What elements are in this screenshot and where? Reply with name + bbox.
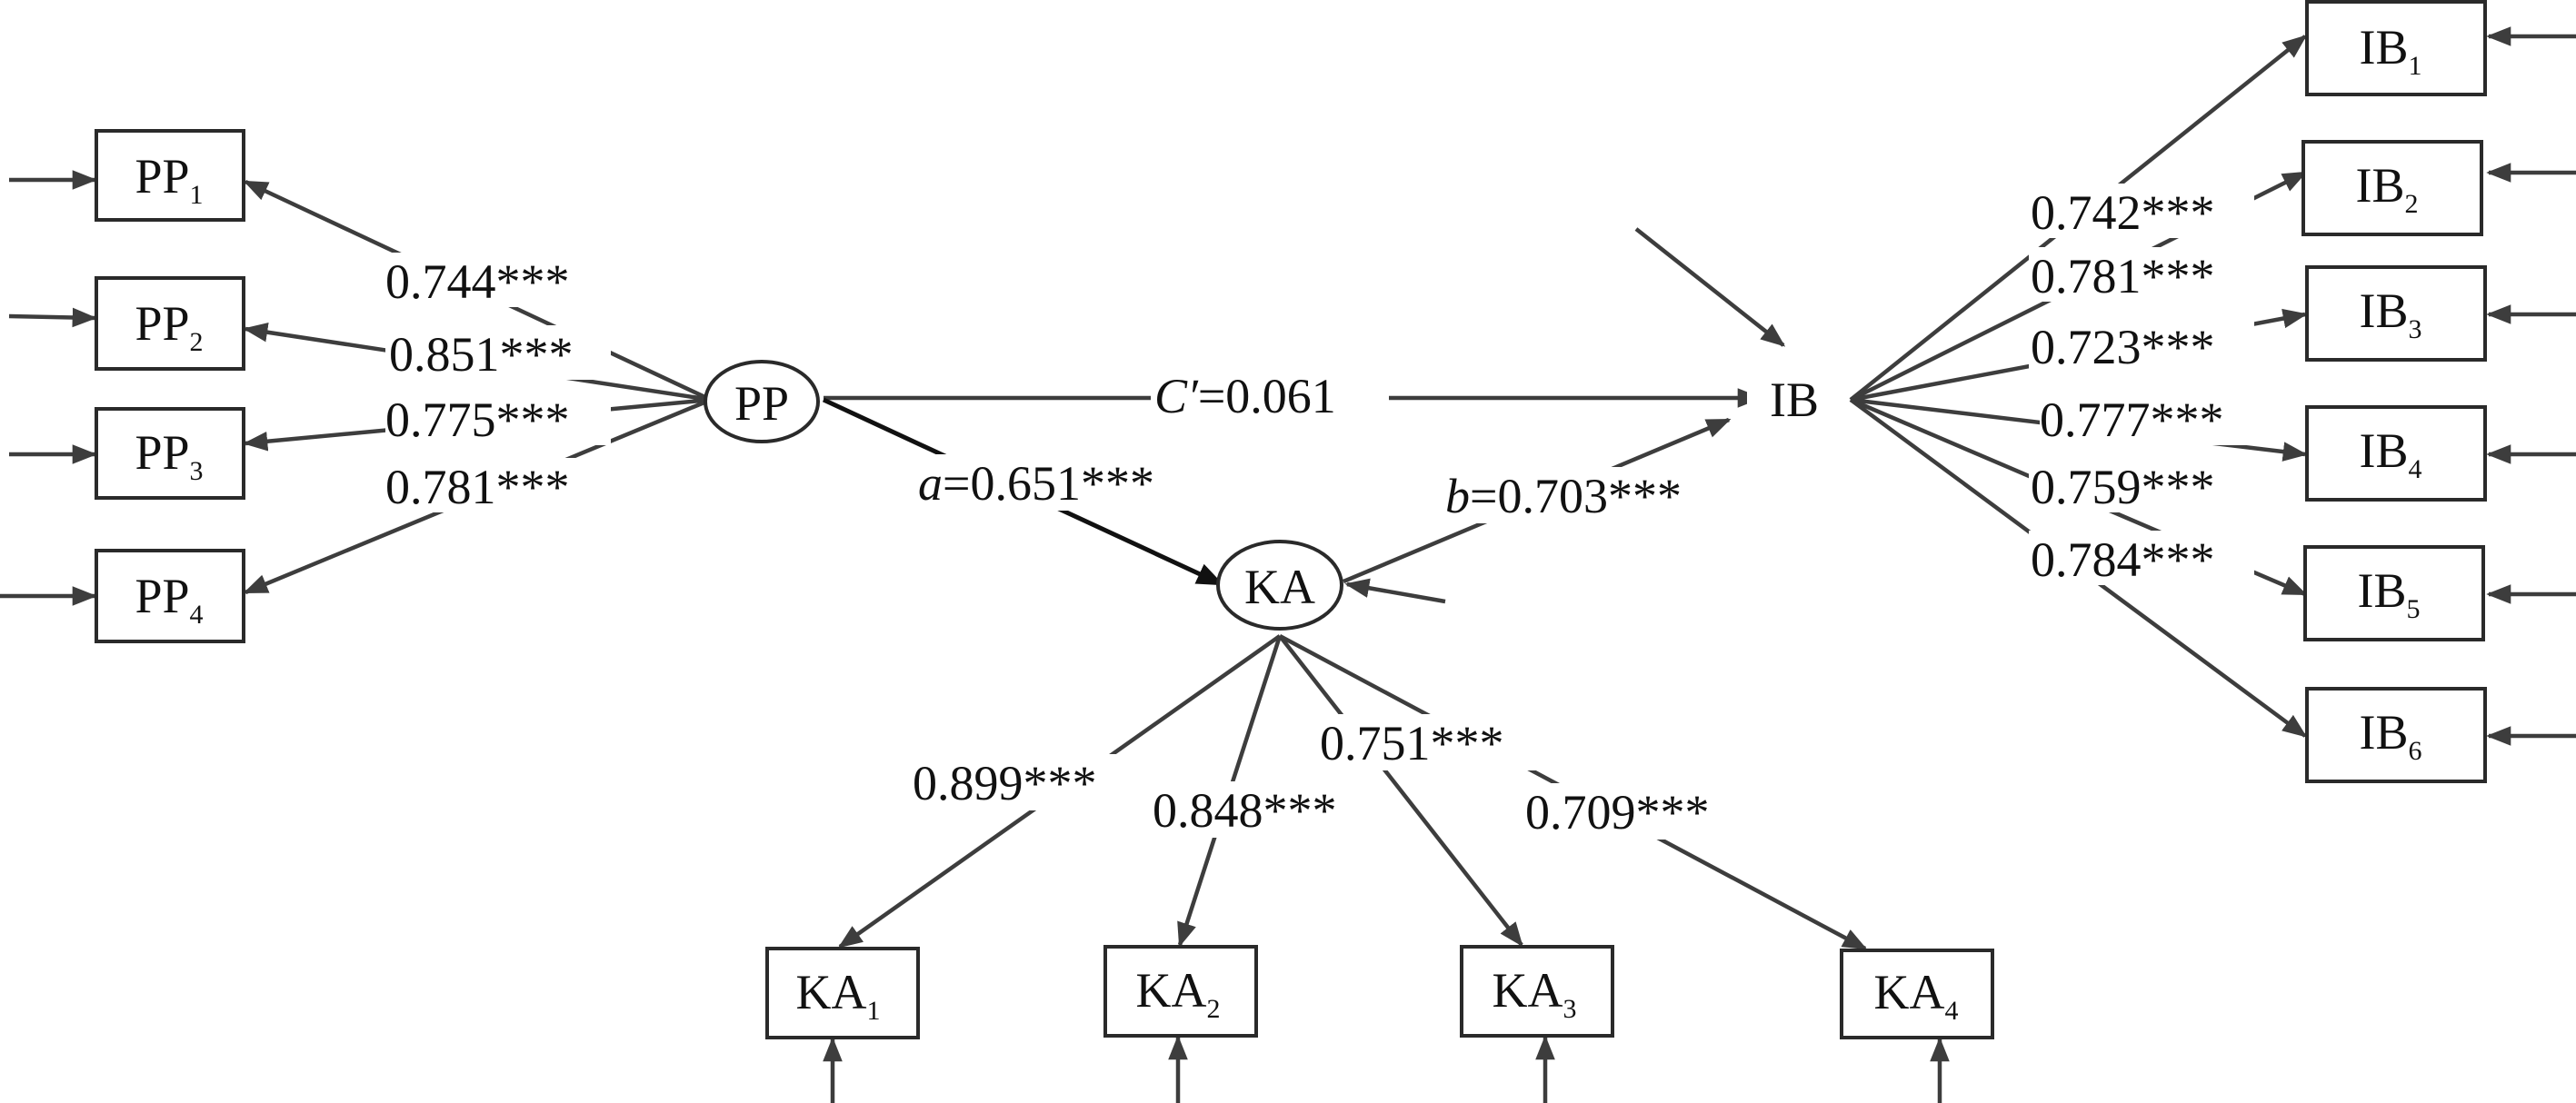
pp4-loading-label: 0.781*** — [385, 460, 570, 514]
ib6-loading-label: 0.784*** — [2031, 532, 2215, 587]
indicator-subscript: 1 — [2409, 51, 2422, 81]
indicator-subscript: 1 — [190, 180, 204, 210]
ib-indicator-1: IB1 — [2305, 0, 2487, 96]
ib3-loading-label: 0.723*** — [2031, 320, 2215, 374]
pp2-loading-label: 0.851*** — [389, 327, 574, 382]
pp1-loading-label: 0.744*** — [385, 254, 570, 309]
ib-disturbance-arrow — [1634, 227, 1786, 347]
svg-text:IB1: IB1 — [2360, 20, 2422, 81]
indicator-label: IB — [2360, 423, 2409, 478]
ib2-loading-label: 0.781*** — [2031, 249, 2215, 303]
indicator-subscript: 2 — [1207, 994, 1221, 1024]
svg-text:PP2: PP2 — [135, 296, 203, 357]
pp-indicator-4: PP4 — [95, 549, 245, 643]
indicator-subscript: 1 — [867, 996, 881, 1026]
ka3-loading-label: 0.751*** — [1320, 716, 1504, 770]
indicator-label: IB — [2356, 158, 2405, 213]
indicator-label: IB — [2358, 563, 2407, 618]
svg-text:PP1: PP1 — [135, 149, 203, 210]
pp-indicator-2: PP2 — [95, 276, 245, 371]
indicator-subscript: 3 — [190, 456, 204, 486]
ib-latent-label: IB — [1770, 373, 1819, 427]
ka-latent-label: KA — [1244, 560, 1315, 614]
indicator-subscript: 4 — [2409, 454, 2422, 484]
svg-text:KA2: KA2 — [1136, 963, 1221, 1024]
ib-error-arrows — [2486, 26, 2576, 746]
ib4-loading-label: 0.777*** — [2040, 393, 2224, 447]
indicator-label: PP — [135, 569, 189, 623]
indicator-label: IB — [2360, 20, 2409, 75]
indicator-label: KA — [1136, 963, 1207, 1018]
pp-indicator-1: PP1 — [95, 129, 245, 222]
svg-text:KA1: KA1 — [796, 965, 881, 1026]
pp-latent-ellipse — [704, 360, 820, 443]
b-path-label: b=0.703*** — [1445, 469, 1682, 523]
indicator-subscript: 2 — [190, 327, 204, 357]
a-value: =0.651*** — [943, 456, 1154, 511]
ka-latent-ellipse — [1216, 540, 1343, 631]
svg-text:IB2: IB2 — [2356, 158, 2419, 219]
indicator-label: PP — [135, 425, 189, 480]
b-value: =0.703*** — [1470, 469, 1682, 523]
ka-loading-labels: 0.899*** 0.848*** 0.751*** 0.709*** — [913, 716, 1710, 840]
pp-error-arrows — [0, 170, 97, 606]
pp-indicator-3: PP3 — [95, 407, 245, 500]
ib-loading-labels: 0.742*** 0.781*** 0.723*** 0.777*** 0.75… — [2031, 185, 2224, 587]
indicator-label: KA — [1874, 965, 1945, 1019]
ka2-loading-label: 0.848*** — [1153, 783, 1337, 838]
svg-text:IB5: IB5 — [2358, 563, 2421, 624]
ib-indicator-5: IB5 — [2303, 545, 2485, 641]
c-prime-value: =0.061 — [1198, 369, 1336, 423]
ka3-loading-path — [1278, 634, 1523, 948]
ka4-loading-label: 0.709*** — [1525, 785, 1710, 840]
c-prime-label: C′=0.061 — [1154, 369, 1336, 423]
ib-indicator-2: IB2 — [2301, 140, 2483, 236]
ka1-loading-label: 0.899*** — [913, 756, 1097, 810]
ka-error-arrows — [823, 1035, 1950, 1103]
pp-loading-labels: 0.744*** 0.851*** 0.775*** 0.781*** — [385, 254, 574, 514]
svg-text:IB4: IB4 — [2360, 423, 2422, 484]
a-path-label: a=0.651*** — [918, 456, 1154, 511]
ib-indicator-3: IB3 — [2305, 265, 2487, 362]
ka-indicator-1: KA1 — [765, 947, 920, 1039]
ka-indicator-2: KA2 — [1103, 945, 1258, 1038]
ib-loading-paths — [1849, 35, 2308, 738]
indicator-label: KA — [1493, 963, 1563, 1018]
pp2-error-arrow — [8, 307, 97, 328]
svg-text:KA3: KA3 — [1493, 963, 1577, 1024]
indicator-label: PP — [135, 296, 189, 351]
ka-indicator-4: KA4 — [1840, 949, 1994, 1039]
indicator-label: IB — [2360, 705, 2409, 760]
indicator-subscript: 5 — [2407, 594, 2421, 624]
ib5-loading-label: 0.759*** — [2031, 460, 2215, 514]
ka-indicator-3: KA3 — [1460, 945, 1614, 1038]
c-prime-symbol: C′ — [1154, 369, 1199, 423]
svg-text:IB3: IB3 — [2360, 283, 2422, 344]
svg-text:IB6: IB6 — [2360, 705, 2422, 766]
svg-text:PP4: PP4 — [135, 569, 203, 630]
indicator-subscript: 3 — [1563, 994, 1577, 1024]
indicator-subscript: 2 — [2405, 189, 2419, 219]
indicator-label: KA — [796, 965, 867, 1019]
b-symbol: b — [1445, 469, 1470, 523]
pp-loading-paths — [243, 179, 712, 595]
pp3-loading-label: 0.775*** — [385, 393, 570, 447]
label-backgrounds — [385, 184, 2265, 840]
indicator-subscript: 4 — [1945, 996, 1959, 1026]
a-symbol: a — [918, 456, 943, 511]
svg-text:KA4: KA4 — [1874, 965, 1959, 1026]
indicator-label: IB — [2360, 283, 2409, 338]
indicator-subscript: 6 — [2409, 736, 2422, 766]
svg-text:PP3: PP3 — [135, 425, 203, 486]
ib1-loading-label: 0.742*** — [2031, 185, 2215, 240]
pp-latent-label: PP — [734, 376, 789, 431]
ka-disturbance-arrow — [1344, 578, 1446, 604]
indicator-subscript: 3 — [2409, 314, 2422, 344]
ib-indicator-6: IB6 — [2305, 687, 2487, 783]
ib-indicator-4: IB4 — [2305, 405, 2487, 502]
indicator-subscript: 4 — [190, 600, 204, 630]
indicator-label: PP — [135, 149, 189, 204]
